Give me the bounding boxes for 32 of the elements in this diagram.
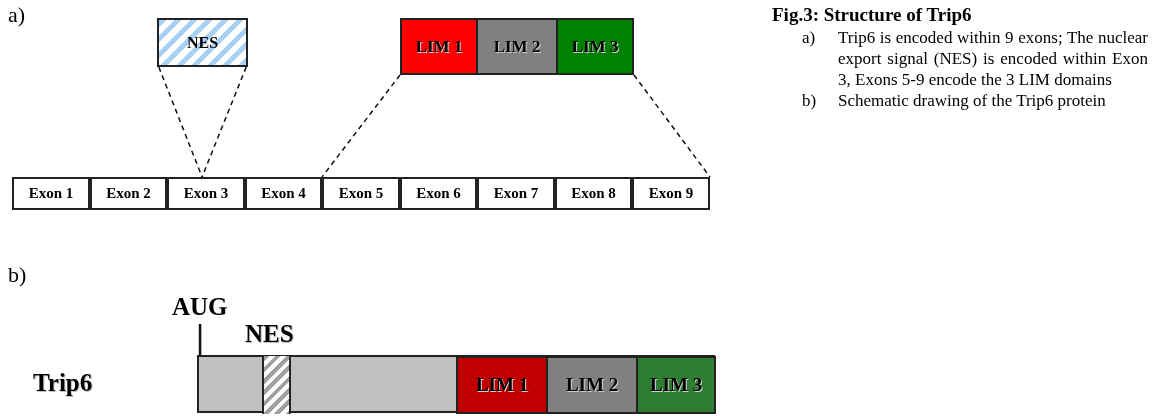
exon-box: Exon 5 (322, 177, 400, 210)
caption-text: Schematic drawing of the Trip6 protein (838, 89, 1106, 111)
list-marker: a) (801, 26, 817, 49)
dashed-line (321, 74, 401, 178)
dashed-line (633, 74, 711, 178)
protein-bar (197, 355, 715, 413)
exon-box: Exon 2 (90, 177, 167, 210)
codon-label: AUG (172, 294, 244, 324)
exon-box: Exon 3 (167, 177, 245, 210)
panel-label: b) (8, 264, 27, 286)
exon-box: Exon 1 (12, 177, 90, 210)
lim-domain: LIM 1 (456, 356, 546, 414)
caption-text: Trip6 is encoded within 9 exons; The nuclear export signal (NES) is encoded within Exon 3, Exons 5-9 encode the 3 LIM domains (838, 26, 1148, 90)
exon-box: Exon 7 (477, 177, 555, 210)
figure-title: Fig.3: Structure of Trip6 (772, 3, 973, 27)
list-marker: b) (801, 89, 818, 111)
dashed-line (201, 66, 247, 178)
protein-name: Trip6 (33, 370, 93, 395)
lim-domain: LIM 2 (478, 18, 556, 75)
exon-box: Exon 4 (245, 177, 322, 210)
nes-domain: NES (157, 18, 248, 67)
hatched-segment (262, 356, 291, 414)
lim-domain: LIM 2 (546, 356, 636, 414)
lim-domain: LIM 3 (636, 356, 716, 414)
lim-domain: LIM 1 (400, 18, 478, 75)
leader-line (198, 324, 202, 355)
exon-box: Exon 6 (400, 177, 477, 210)
panel-label: a) (8, 4, 26, 26)
exon-box: Exon 9 (632, 177, 710, 210)
exon-box: Exon 8 (555, 177, 632, 210)
lim-domain: LIM 3 (556, 18, 634, 75)
domain-label: NES (245, 321, 294, 346)
